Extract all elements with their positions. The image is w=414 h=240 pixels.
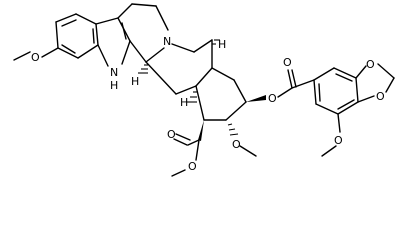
atom-o-ester-ring: O xyxy=(268,92,277,105)
methyl-ester-group: O O xyxy=(167,120,204,177)
methylenedioxy-group: O O xyxy=(355,58,395,103)
atom-o-methoxy-ring: O xyxy=(232,138,241,151)
molecule-drawing: O N H N H H xyxy=(13,3,395,177)
ring-methoxy-group: O xyxy=(227,123,257,157)
atom-h-c15: H xyxy=(218,38,226,51)
ring-c: N xyxy=(117,3,171,63)
atom-h-c3: H xyxy=(131,75,139,88)
indole-pyrrole-ring: N H xyxy=(95,17,131,92)
atom-o-ester-carbonyl: O xyxy=(167,128,176,141)
benzoyl-ester-linkage: O O xyxy=(246,56,315,105)
atom-h-c20: H xyxy=(180,96,188,109)
atom-o-dioxole-b: O xyxy=(376,90,385,103)
ring-d xyxy=(145,39,213,95)
atom-o-methoxy-indole: O xyxy=(31,51,40,64)
atom-n-tertiary: N xyxy=(163,35,171,48)
aryl-ring xyxy=(313,67,359,115)
atom-o-dioxole-a: O xyxy=(366,58,375,71)
atom-n-indole: N xyxy=(110,66,118,79)
ring-e xyxy=(195,67,247,121)
stereo-h-c15: H xyxy=(212,38,226,51)
indole-methoxy-group: O xyxy=(13,47,59,64)
indole-benzene-ring xyxy=(55,13,99,59)
atom-o-ester-single: O xyxy=(188,160,197,173)
stereo-h-c3: H xyxy=(131,64,148,88)
atom-h-indole: H xyxy=(110,79,118,92)
atom-o-benzoyl-carbonyl: O xyxy=(283,56,292,69)
aryl-methoxy-group: O xyxy=(321,113,343,157)
stereo-h-c20: H xyxy=(180,91,197,109)
structure-canvas: O N H N H H xyxy=(13,3,395,177)
atom-o-methoxy-aryl: O xyxy=(334,134,343,147)
